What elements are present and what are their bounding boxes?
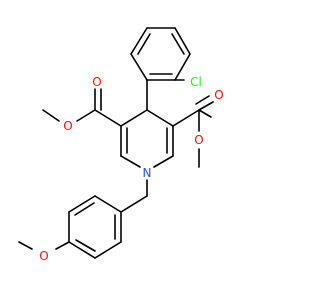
methoxyphenyl-ring (18, 195, 122, 259)
bond (94, 241, 122, 259)
bond (130, 27, 148, 55)
bond (171, 33, 185, 55)
chlorophenyl-ring (130, 27, 191, 81)
bond (174, 27, 191, 55)
right-ester-group (172, 95, 214, 168)
bond (198, 101, 214, 111)
bond (153, 155, 174, 168)
bond (174, 53, 191, 81)
molecule-canvas: Cl O O O O N O (18, 27, 224, 263)
bond (195, 95, 210, 105)
nitrogen-label: N (143, 166, 152, 180)
chlorine-label: Cl (190, 75, 202, 89)
bond (198, 109, 212, 118)
structure-diagram: Cl O O O O N O (18, 27, 224, 263)
bond (146, 109, 174, 127)
bond (137, 33, 151, 55)
oxygen-label: O (194, 133, 203, 147)
bond (120, 195, 148, 213)
benzyl-linker (120, 179, 148, 213)
dihydropyridine-ring (120, 79, 174, 168)
bond (68, 195, 96, 213)
oxygen-label: O (63, 119, 72, 133)
bond (94, 109, 122, 127)
bond (94, 195, 122, 213)
bond (75, 239, 96, 252)
bond (68, 241, 96, 259)
bond (55, 241, 70, 250)
oxygen-label: O (92, 75, 101, 89)
left-ester-group (42, 88, 122, 127)
oxygen-label: O (214, 88, 223, 102)
bond (74, 202, 95, 216)
bond (120, 155, 141, 168)
bond (120, 109, 148, 127)
bond (130, 53, 148, 81)
bond (172, 109, 200, 127)
bond (76, 109, 96, 122)
oxygen-label: O (39, 249, 48, 263)
bond (42, 109, 60, 122)
bond (18, 241, 33, 250)
